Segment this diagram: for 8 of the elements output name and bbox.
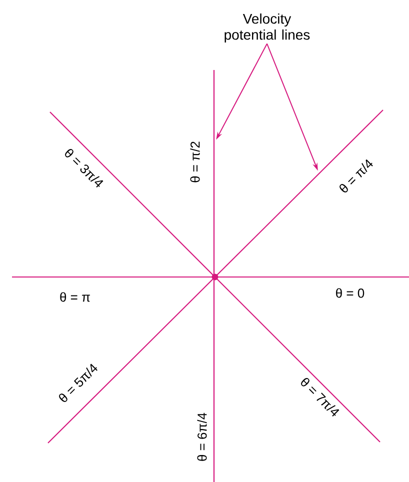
- angle-label: θ = 6π/4: [197, 412, 207, 461]
- angle-label: θ = 0: [336, 288, 364, 298]
- title-text: Velocity potential lines: [224, 13, 310, 43]
- angle-label: θ = π: [60, 292, 90, 302]
- potential-line: [214, 110, 384, 278]
- potential-line: [213, 70, 215, 277]
- angle-label: θ = π/2: [190, 142, 200, 182]
- angle-label: θ = π/4: [340, 159, 373, 192]
